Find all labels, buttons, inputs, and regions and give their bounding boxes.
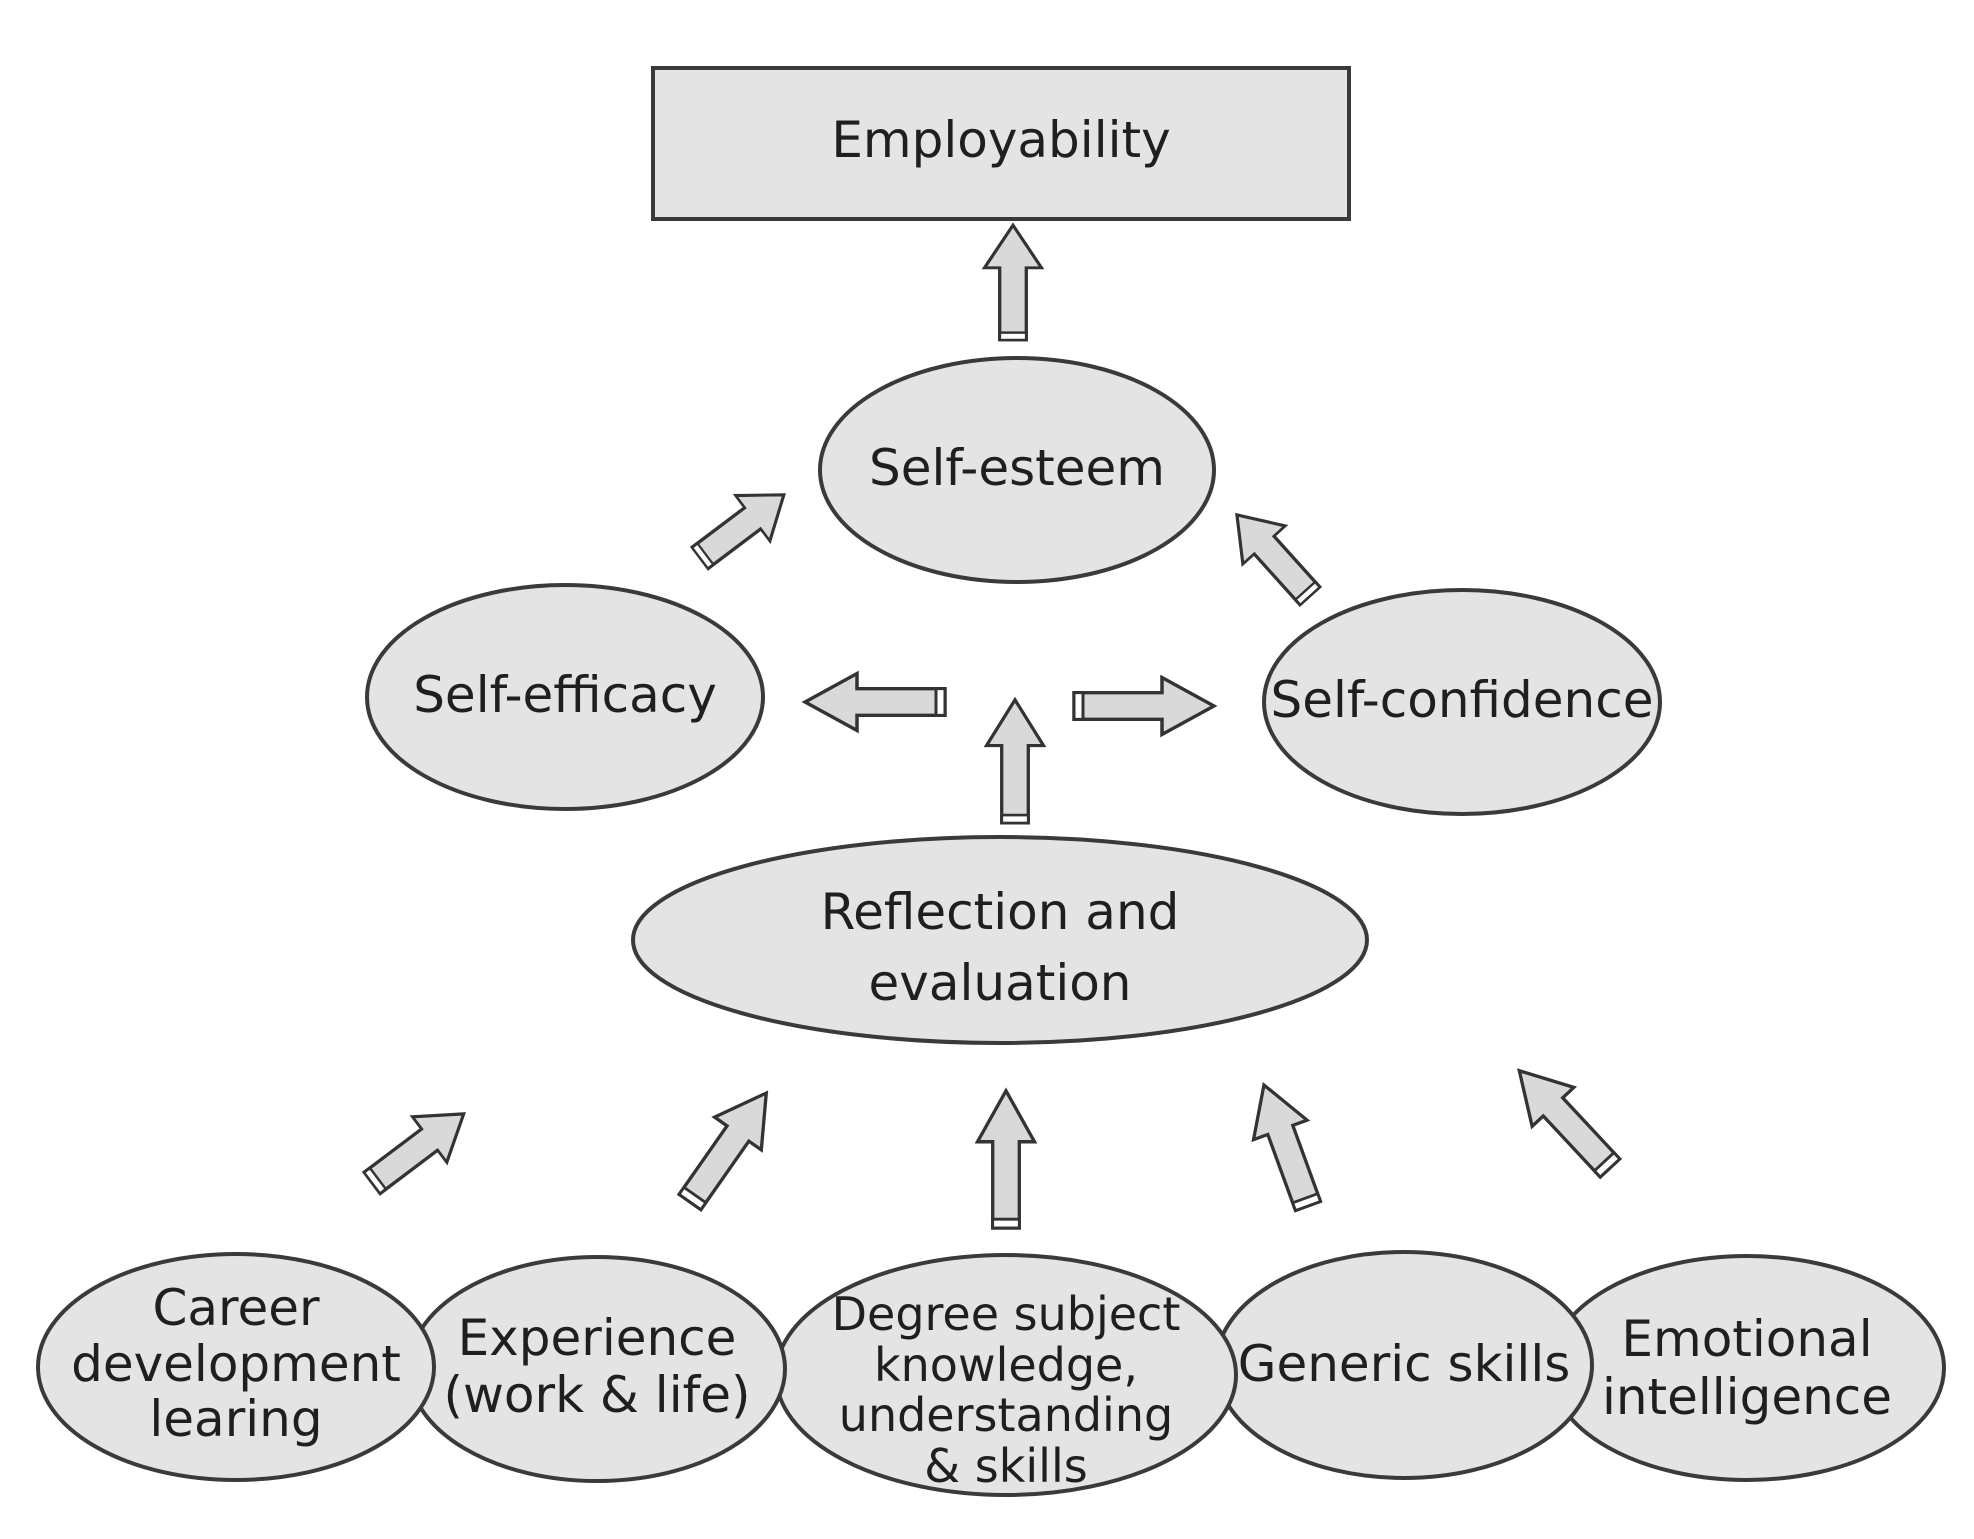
arrow-reflection-up	[984, 698, 1046, 825]
self-esteem-label: Self-esteem	[869, 439, 1165, 497]
reflection-label-line1: Reflection and	[821, 883, 1180, 941]
arrow-self-efficacy-to-self-esteem	[681, 470, 803, 583]
self-efficacy-node: Self-efficacy	[365, 583, 765, 811]
arrow-generic-up	[1235, 1073, 1337, 1218]
self-esteem-node: Self-esteem	[818, 356, 1216, 584]
degree-label-line4: & skills	[924, 1439, 1087, 1493]
arrow-self-confidence-to-self-esteem	[1214, 494, 1333, 617]
arrow-career-up	[353, 1089, 483, 1208]
career-label-line2: development	[71, 1335, 401, 1393]
degree-label-line3: understanding	[839, 1388, 1173, 1442]
degree-subject-node: Degree subject knowledge, understanding …	[774, 1253, 1238, 1497]
generic-skills-node: Generic skills	[1214, 1250, 1594, 1480]
emotional-label-line1: Emotional	[1621, 1310, 1872, 1368]
arrow-to-self-efficacy	[803, 671, 947, 733]
reflection-label-line2: evaluation	[869, 954, 1132, 1012]
experience-label-line1: Experience	[458, 1309, 737, 1367]
self-efficacy-label: Self-efficacy	[413, 666, 717, 724]
arrow-experience-up	[664, 1075, 792, 1221]
experience-node: Experience (work & life)	[407, 1255, 787, 1483]
self-confidence-node: Self-confidence	[1262, 588, 1662, 816]
arrow-emotional-up	[1496, 1049, 1633, 1190]
arrow-to-self-confidence	[1072, 675, 1216, 737]
experience-label-line2: (work & life)	[444, 1366, 751, 1424]
employability-box: Employability	[651, 66, 1351, 221]
generic-skills-label: Generic skills	[1238, 1335, 1571, 1393]
emotional-label-line2: intelligence	[1602, 1368, 1892, 1426]
degree-label-line1: Degree subject	[832, 1287, 1181, 1341]
career-development-node: Career development learing	[36, 1252, 436, 1482]
arrow-up-to-employability	[982, 223, 1044, 342]
degree-label-line2: knowledge,	[874, 1338, 1138, 1392]
career-label-line3: learing	[149, 1390, 322, 1448]
career-label-line1: Career	[152, 1279, 320, 1337]
self-confidence-label: Self-confidence	[1270, 671, 1653, 729]
reflection-node: Reflection and evaluation	[631, 835, 1369, 1045]
employability-label: Employability	[831, 111, 1170, 169]
arrow-degree-up	[975, 1089, 1037, 1230]
emotional-intelligence-node: Emotional intelligence	[1548, 1254, 1946, 1482]
